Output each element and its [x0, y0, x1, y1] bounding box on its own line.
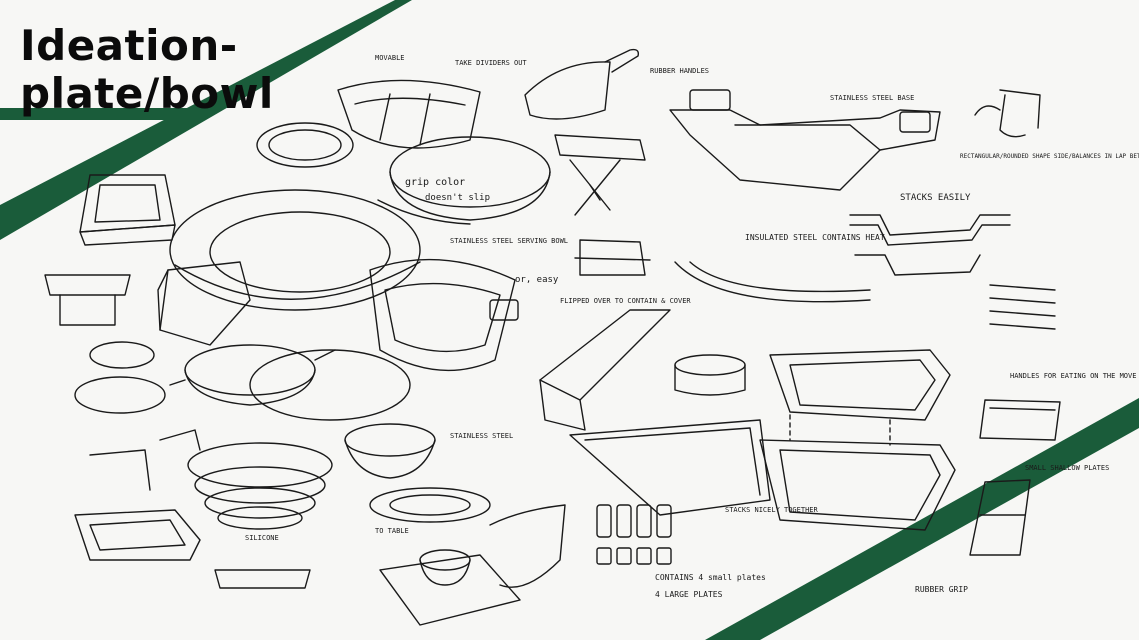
note-stacks-nicely: STACKS NICELY TOGETHER: [725, 506, 819, 514]
sketch-lidded-box: [157, 261, 251, 346]
sketch-rubber-grip-board: [969, 479, 1031, 556]
note-silicone: SILICONE: [245, 534, 279, 542]
sketch-insulated-section: [674, 214, 1011, 303]
green-band-bottom-right: [705, 398, 1139, 640]
sketch-tiered-plates: [369, 487, 491, 523]
sketch-flipped-cover: [539, 309, 671, 431]
sketch-small-bowl-2: [74, 376, 166, 414]
note-serving-bowl: STAINLESS STEEL SERVING BOWL: [450, 237, 568, 245]
sketch-oval-plate-1b: [268, 129, 342, 161]
title-line-1: Ideation-: [20, 21, 238, 70]
note-doesnt-slip: doesn't slip: [425, 193, 490, 203]
sketch-plates-grid: [596, 504, 672, 565]
note-flipped-over: FLIPPED OVER TO CONTAIN & COVER: [560, 297, 691, 305]
sketch-person-lap: [974, 89, 1041, 138]
note-grip-color: grip color: [405, 177, 465, 188]
note-insulated-steel: INSULATED STEEL CONTAINS HEAT: [745, 233, 885, 242]
sketch-stacked-plates: [989, 284, 1056, 330]
sketch-baking-dish-1: [769, 349, 951, 421]
green-band-top-left: [0, 0, 412, 240]
sketch-folding-stand: [554, 134, 646, 216]
sketch-pedestal: [44, 274, 131, 326]
sketch-divided-tray: [337, 79, 481, 149]
sketch-round-container: [674, 354, 746, 396]
sketch-square-dish: [74, 449, 201, 561]
note-movable: MOVABLE: [375, 54, 405, 62]
note-stainless-steel: STAINLESS STEEL: [450, 432, 513, 440]
sketch-bowl-on-plate: [379, 504, 566, 626]
note-rectangular: RECTANGULAR/ROUNDED SHAPE SIDE/BALANCES …: [960, 153, 1139, 160]
sketch-small-container: [574, 239, 651, 276]
sketch-small-box-right: [979, 399, 1061, 441]
note-handles-eating: HANDLES FOR EATING ON THE MOVE: [1010, 372, 1136, 380]
note-rubber-handles: RUBBER HANDLES: [650, 67, 709, 75]
note-small-shallow: SMALL SHALLOW PLATES: [1025, 464, 1109, 472]
sketch-pan-with-handle: [524, 48, 640, 120]
sketch-round-pan: [169, 344, 336, 406]
sketch-collapsible-bowl: [159, 429, 333, 530]
note-contains-plates: CONTAINS 4 small plates: [655, 573, 766, 582]
sketch-oval-plate-1: [256, 122, 354, 168]
sketch-tray-rubber-handles: [669, 89, 941, 191]
note-large-plates: 4 LARGE PLATES: [655, 590, 723, 599]
sketch-flat-tray: [214, 569, 311, 589]
sketch-square-bowl: [79, 174, 176, 246]
sketch-colander: [344, 423, 436, 479]
note-rubber-grip: RUBBER GRIP: [915, 585, 968, 594]
sketch-serving-bowl: [369, 258, 519, 372]
note-stacks-easily: STACKS EASILY: [900, 193, 971, 203]
sketch-baking-dish-2: [759, 439, 956, 531]
note-stainless-base: STAINLESS STEEL BASE: [830, 94, 914, 102]
page-title: Ideation- plate/bowl: [20, 22, 274, 118]
sketch-big-platter: [169, 189, 421, 311]
sketch-small-bowl-1: [89, 341, 155, 369]
title-line-2: plate/bowl: [20, 69, 274, 118]
green-band-title-bar: [0, 108, 205, 120]
note-or-easy: or, easy: [515, 275, 559, 285]
sketch-long-tray: [569, 419, 771, 516]
note-to-table: TO TABLE: [375, 527, 409, 535]
sketch-grip-bowl: [377, 136, 551, 225]
sketch-oval-dish: [249, 349, 411, 421]
note-take-dividers: TAKE DIVIDERS OUT: [455, 59, 527, 67]
